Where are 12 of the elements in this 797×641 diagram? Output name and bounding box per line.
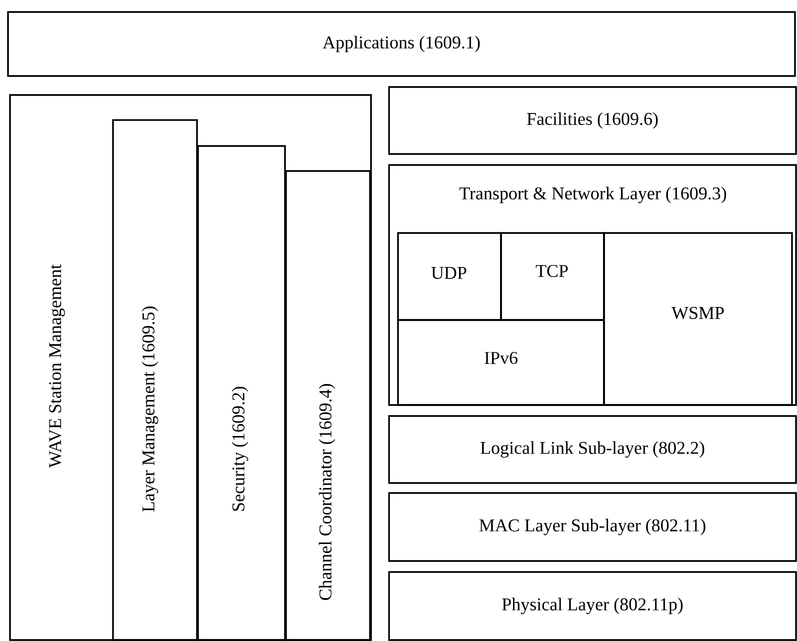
layer-box: MAC Layer Sub-layer (802.11) xyxy=(388,492,797,562)
layer-box: Facilities (1609.6) xyxy=(388,86,797,155)
layer-box: Logical Link Sub-layer (802.2) xyxy=(388,415,797,484)
layer-box: Security (1609.2) xyxy=(197,145,286,641)
layer-box: Channel Coordinator (1609.4) xyxy=(285,170,371,641)
layer-box: Physical Layer (802.11p) xyxy=(388,571,797,641)
layer-box: TCP xyxy=(500,232,605,321)
layer-box: WSMP xyxy=(603,232,793,406)
layer-box: IPv6 xyxy=(397,319,605,406)
layer-box: UDP xyxy=(397,232,502,321)
layer-box: Applications (1609.1) xyxy=(7,11,796,77)
layer-box: Layer Management (1609.5) xyxy=(112,119,198,641)
